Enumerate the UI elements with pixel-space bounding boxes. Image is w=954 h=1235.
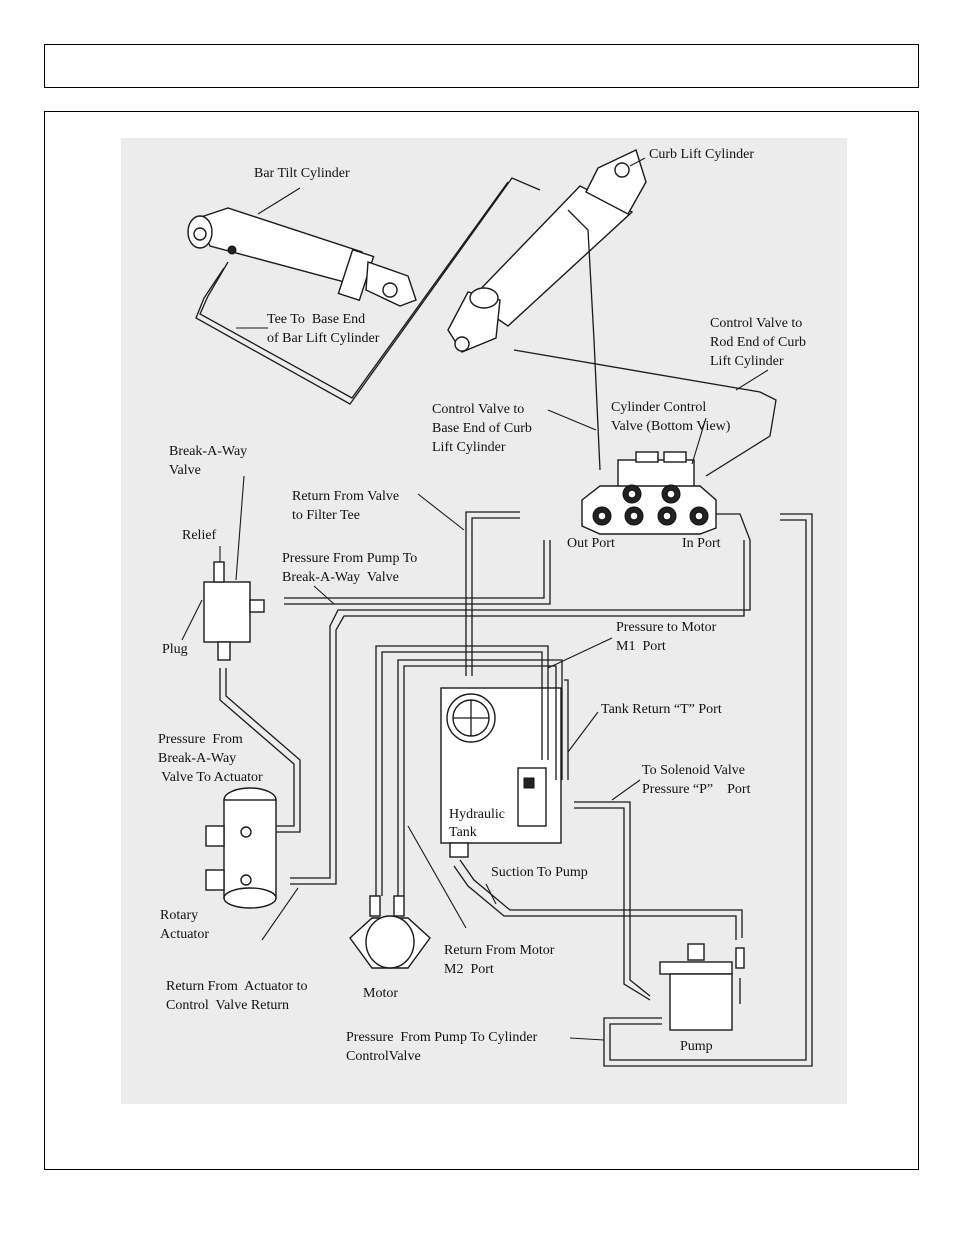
label-pressure-pump-cylinder: Pressure From Pump To Cylinder ControlVa… [346,1030,538,1064]
diagram-frame [44,111,919,1170]
label-rotary-actuator: Rotary Actuator [160,908,209,942]
hydraulic-tank-drawing [440,687,562,858]
bar-tilt-cylinder-drawing [187,207,417,307]
header-box [44,44,919,88]
label-control-valve-rod-end: Control Valve to Rod End of Curb Lift Cy… [710,316,807,369]
label-pressure-break-actuator: Pressure From Break-A-Way Valve To Actua… [158,732,263,785]
label-cylinder-control-valve: Cylinder Control Valve (Bottom View) [611,400,731,434]
rotary-actuator-drawing [205,787,277,909]
label-to-solenoid-valve: To Solenoid Valve Pressure “P” Port [642,763,751,797]
motor-drawing [349,895,431,969]
label-relief: Relief [182,528,217,543]
label-out-port: Out Port [567,536,615,551]
curb-lift-cylinder-drawing [447,149,647,353]
label-curb-lift-cylinder: Curb Lift Cylinder [649,147,754,162]
label-pump: Pump [680,1039,713,1054]
label-tee-to-base-end: Tee To Base End of Bar Lift Cylinder [267,312,380,346]
cylinder-control-valve-drawing [581,451,717,535]
label-return-from-actuator: Return From Actuator to Control Valve Re… [166,979,308,1013]
label-tank-return: Tank Return “T” Port [601,702,722,717]
pump-drawing [659,943,745,1031]
break-a-way-valve-drawing [203,561,265,661]
label-pressure-from-pump-break: Pressure From Pump To Break-A-Way Valve [282,551,418,585]
label-motor: Motor [363,986,398,1001]
label-return-from-valve: Return From Valve to Filter Tee [292,489,400,523]
label-plug: Plug [162,642,188,657]
label-pressure-to-motor: Pressure to Motor M1 Port [616,620,717,654]
label-suction-to-pump: Suction To Pump [491,865,588,880]
label-in-port: In Port [682,536,721,551]
label-bar-tilt-cylinder: Bar Tilt Cylinder [254,166,350,181]
hydraulic-lines [195,177,813,1067]
label-return-from-motor: Return From Motor M2 Port [444,943,555,977]
label-break-a-way-valve: Break-A-Way Valve [169,444,248,478]
label-tank: Tank [449,825,477,840]
label-hydraulic: Hydraulic [449,807,505,822]
label-control-valve-base-end: Control Valve to Base End of Curb Lift C… [432,402,532,455]
leader-lines [181,157,769,1041]
